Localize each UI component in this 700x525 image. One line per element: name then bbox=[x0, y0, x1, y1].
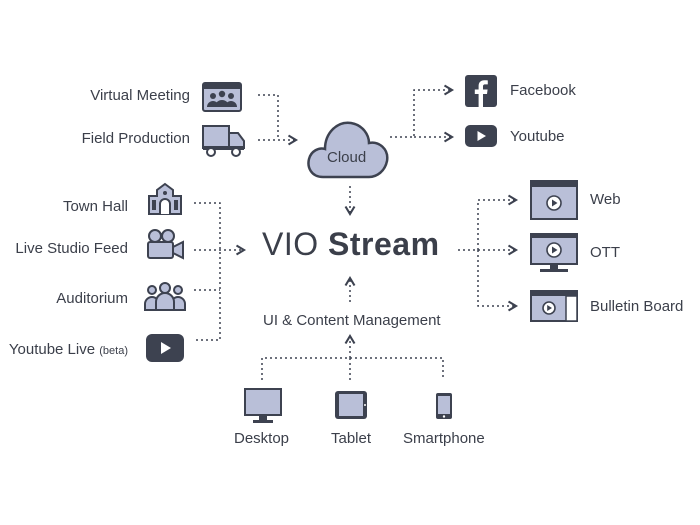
tv-icon bbox=[530, 233, 578, 272]
audience-icon bbox=[144, 282, 186, 311]
title-light: VIO bbox=[262, 226, 319, 262]
facebook-icon bbox=[465, 75, 497, 107]
web-player-icon bbox=[530, 180, 578, 220]
title-bold: Stream bbox=[328, 226, 440, 262]
bulletin-board-label: Bulletin Board bbox=[590, 298, 684, 315]
auditorium-label: Auditorium bbox=[56, 290, 128, 307]
cloud-label: Cloud bbox=[327, 149, 367, 166]
truck-icon bbox=[202, 125, 245, 157]
youtube-label: Youtube bbox=[510, 128, 565, 145]
ott-label: OTT bbox=[590, 244, 620, 261]
web-label: Web bbox=[590, 191, 621, 208]
vio-stream-title: VIO Stream bbox=[262, 226, 440, 263]
facebook-label: Facebook bbox=[510, 82, 576, 99]
desktop-icon bbox=[244, 388, 282, 423]
youtube-live-icon bbox=[146, 334, 184, 362]
youtube-live-text: Youtube Live bbox=[8, 341, 96, 358]
desktop-label: Desktop bbox=[234, 430, 290, 447]
youtube-live-label: Youtube Live (beta) bbox=[0, 341, 128, 358]
bulletin-board-icon bbox=[530, 290, 578, 322]
field-production-label: Field Production bbox=[81, 130, 190, 147]
camera-icon bbox=[147, 229, 184, 260]
virtual-meeting-label: Virtual Meeting bbox=[90, 87, 190, 104]
tablet-label: Tablet bbox=[331, 430, 372, 447]
town-hall-label: Town Hall bbox=[62, 198, 128, 215]
live-studio-feed-label: Live Studio Feed bbox=[15, 240, 128, 257]
youtube-icon bbox=[465, 125, 497, 147]
smartphone-label: Smartphone bbox=[403, 430, 485, 447]
tablet-icon bbox=[335, 391, 367, 419]
virtual-meeting-icon bbox=[202, 82, 242, 112]
ui-content-management-label: UI & Content Management bbox=[263, 312, 441, 329]
beta-tag: (beta) bbox=[99, 345, 128, 357]
cloud-icon bbox=[307, 121, 389, 179]
smartphone-icon bbox=[436, 393, 452, 419]
town-hall-icon bbox=[148, 182, 182, 215]
